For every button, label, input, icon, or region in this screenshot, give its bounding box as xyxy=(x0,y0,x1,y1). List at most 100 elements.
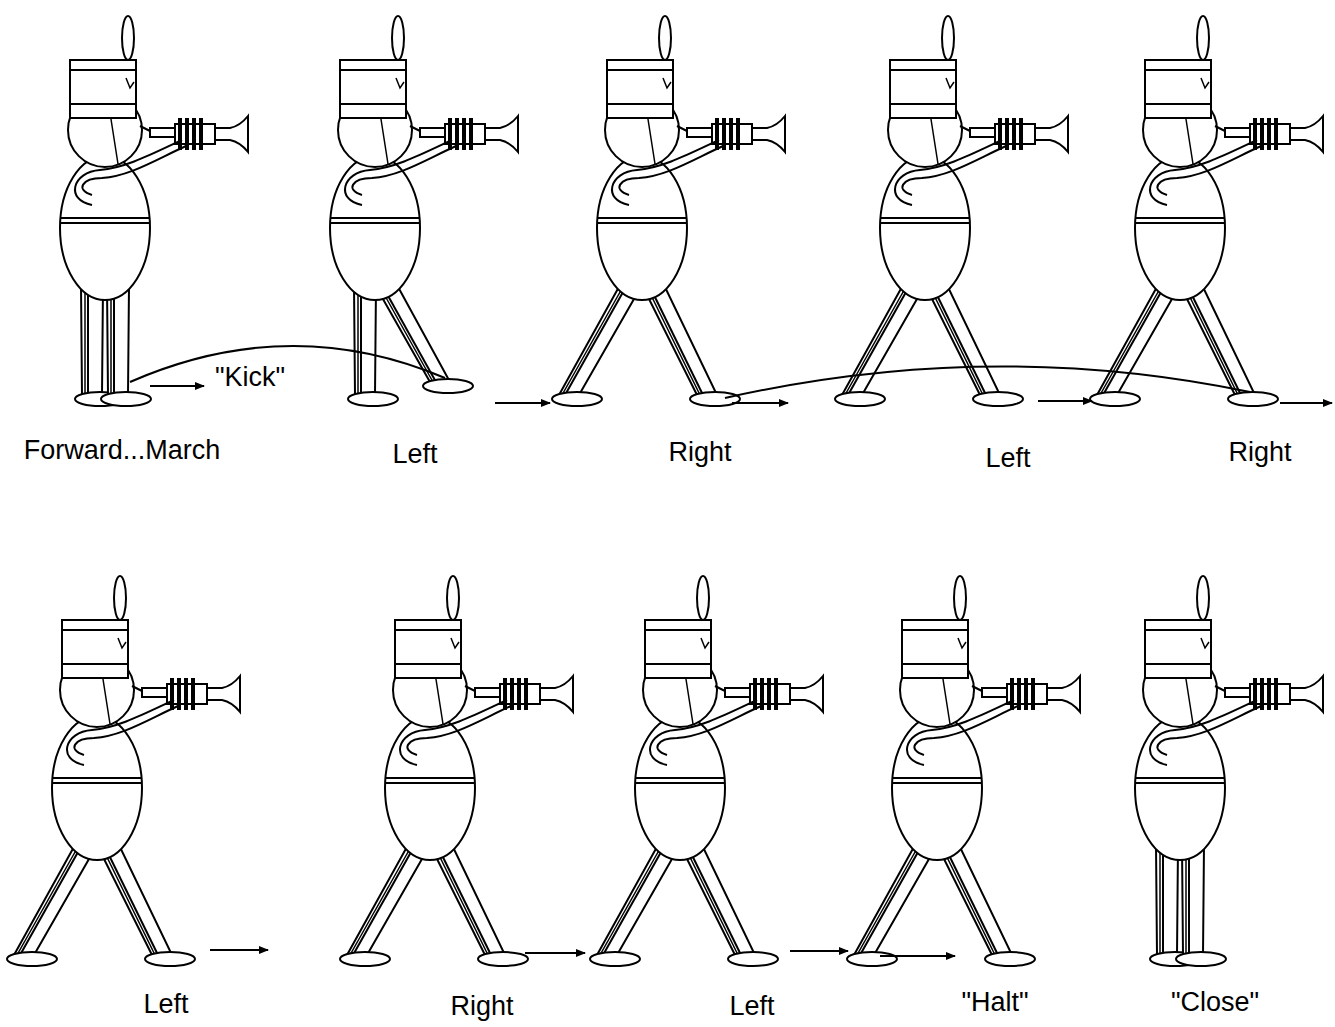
hat-emblem xyxy=(118,638,126,648)
shoe xyxy=(1176,952,1226,966)
leg xyxy=(937,845,1012,955)
head xyxy=(900,653,974,727)
hat-band xyxy=(1145,69,1211,71)
plume xyxy=(942,16,954,60)
valve xyxy=(462,118,466,150)
leg-stripe xyxy=(684,845,738,955)
belt xyxy=(61,217,149,219)
leg-stripe xyxy=(649,285,703,395)
hat xyxy=(1145,60,1211,118)
direction-arrow xyxy=(1280,402,1332,404)
shoe xyxy=(423,379,473,393)
shoe xyxy=(101,392,151,406)
valve xyxy=(729,118,733,150)
leg xyxy=(842,285,925,395)
leg-stripe xyxy=(1188,845,1190,955)
leg-stripe xyxy=(646,285,700,395)
leg-stripe xyxy=(101,845,155,955)
trumpet-bell xyxy=(752,116,785,152)
valve xyxy=(1253,118,1257,150)
hat-emblem xyxy=(946,78,954,88)
marcher-figure xyxy=(60,16,248,406)
hat-band xyxy=(607,69,673,71)
belt xyxy=(893,782,981,784)
belt xyxy=(598,222,686,224)
belt xyxy=(598,217,686,219)
leg-stripe xyxy=(1100,285,1162,395)
hat xyxy=(890,60,956,118)
shoe xyxy=(348,392,398,406)
trumpet-bell xyxy=(1047,676,1080,712)
valve xyxy=(753,678,757,710)
marcher-figure xyxy=(847,576,1080,966)
leg-stripe xyxy=(600,845,662,955)
head xyxy=(68,93,142,167)
leg xyxy=(375,285,450,382)
leg xyxy=(354,285,376,395)
hat-band xyxy=(1145,629,1211,631)
direction-arrow xyxy=(525,952,585,954)
hat-band xyxy=(340,69,406,71)
valve xyxy=(1274,118,1278,150)
leg-stripe xyxy=(110,285,112,395)
leg-stripe xyxy=(1185,845,1187,955)
shoe xyxy=(985,952,1035,966)
belt xyxy=(61,222,149,224)
plume xyxy=(1197,16,1209,60)
leg xyxy=(1182,845,1204,955)
step-label: Left xyxy=(392,440,437,470)
valve xyxy=(191,678,195,710)
direction-arrow xyxy=(790,950,848,952)
hat xyxy=(607,60,673,118)
leg-stripe xyxy=(104,845,158,955)
trumpet-bell xyxy=(790,676,823,712)
leg-stripe xyxy=(929,285,983,395)
leg xyxy=(14,845,97,955)
step-label: Forward...March xyxy=(24,436,221,466)
belt xyxy=(331,222,419,224)
leg xyxy=(854,845,937,955)
leg-stripe xyxy=(434,845,488,955)
head xyxy=(1143,93,1217,167)
leg-stripe xyxy=(562,285,624,395)
hat-band xyxy=(607,103,673,105)
direction-arrow xyxy=(495,402,550,404)
hat-band xyxy=(70,103,136,105)
belt xyxy=(881,222,969,224)
arm xyxy=(902,146,1006,195)
hat-emblem xyxy=(451,638,459,648)
belt xyxy=(331,217,419,219)
leg-stripe xyxy=(84,285,86,395)
leg-stripe xyxy=(565,285,627,395)
marcher-figure xyxy=(7,576,240,966)
belt xyxy=(1136,217,1224,219)
shoe xyxy=(340,952,390,966)
valve xyxy=(448,118,452,150)
trumpet-bell xyxy=(207,676,240,712)
hat-band xyxy=(340,103,406,105)
valve xyxy=(774,678,778,710)
valve xyxy=(1031,678,1035,710)
marcher-figure xyxy=(552,16,785,406)
hat-emblem xyxy=(126,78,134,88)
marcher-figure xyxy=(340,576,573,966)
leg-stripe xyxy=(87,285,89,395)
leg-stripe xyxy=(687,845,741,955)
leg xyxy=(642,285,717,395)
valve xyxy=(170,678,174,710)
shoe xyxy=(145,952,195,966)
shoe xyxy=(7,952,57,966)
shoe xyxy=(973,392,1023,406)
leg-stripe xyxy=(857,845,919,955)
valve xyxy=(767,678,771,710)
leg xyxy=(680,845,755,955)
valve xyxy=(178,118,182,150)
arm xyxy=(1157,706,1261,755)
shoe xyxy=(552,392,602,406)
leg-stripe xyxy=(20,845,82,955)
leg-stripe xyxy=(603,845,665,955)
step-label: Left xyxy=(143,990,188,1020)
arm xyxy=(914,706,1018,755)
leg-stripe xyxy=(1162,845,1164,955)
